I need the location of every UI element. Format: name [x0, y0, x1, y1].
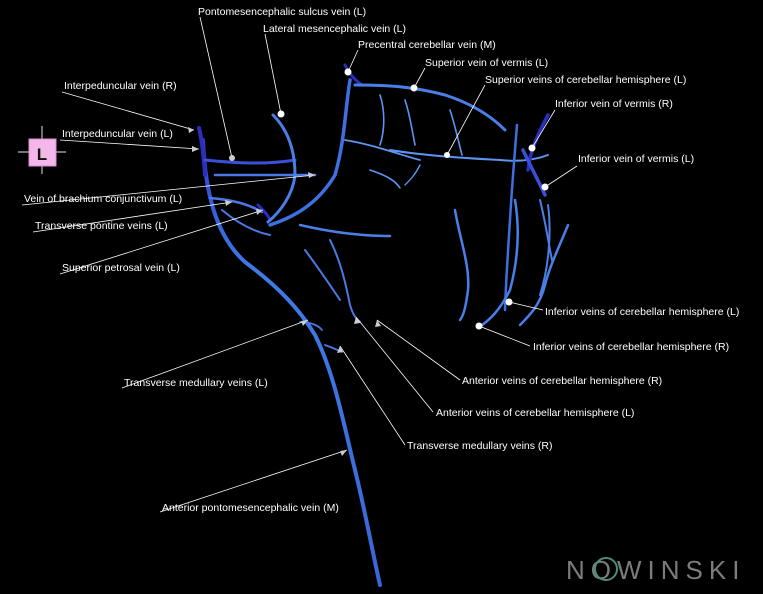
brain-logo-icon: [594, 557, 618, 581]
label-anterior-veins-cerebellar-hemisphere-r: Anterior veins of cerebellar hemisphere …: [462, 375, 662, 387]
label-transverse-medullary-veins-r: Transverse medullary veins (R): [407, 440, 552, 452]
leader-lines: [21, 16, 578, 513]
label-inferior-vein-of-vermis-r: Inferior vein of vermis (R): [555, 98, 673, 110]
label-superior-vein-of-vermis-l: Superior vein of vermis (L): [425, 57, 548, 69]
vein-structure: [197, 63, 570, 587]
label-inferior-veins-cerebellar-hemisphere-r: Inferior veins of cerebellar hemisphere …: [533, 341, 729, 353]
watermark-text: NOWINSKI: [566, 555, 745, 585]
label-interpeduncular-vein-l: Interpeduncular vein (L): [62, 128, 173, 140]
label-transverse-pontine-veins-l: Transverse pontine veins (L): [35, 220, 168, 232]
label-transverse-medullary-veins-l: Transverse medullary veins (L): [124, 377, 268, 389]
label-pontomesencephalic-sulcus-vein-l: Pontomesencephalic sulcus vein (L): [198, 6, 366, 18]
leader-markers: [188, 68, 549, 456]
orientation-widget: L: [18, 126, 66, 174]
vein-labels: Pontomesencephalic sulcus vein (L) Later…: [24, 6, 739, 514]
label-anterior-pontomesencephalic-vein-m: Anterior pontomesencephalic vein (M): [162, 502, 339, 514]
label-interpeduncular-vein-r: Interpeduncular vein (R): [64, 80, 177, 92]
label-anterior-veins-cerebellar-hemisphere-l: Anterior veins of cerebellar hemisphere …: [436, 407, 634, 419]
label-superior-veins-cerebellar-hemisphere-l: Superior veins of cerebellar hemisphere …: [485, 74, 686, 86]
watermark: NOWINSKI: [566, 555, 745, 585]
label-inferior-veins-cerebellar-hemisphere-l: Inferior veins of cerebellar hemisphere …: [545, 306, 739, 318]
label-inferior-vein-of-vermis-l: Inferior vein of vermis (L): [578, 153, 694, 165]
orientation-cube-face: [28, 138, 57, 167]
orientation-letter: L: [37, 145, 47, 164]
label-vein-of-brachium-conjunctivum-l: Vein of brachium conjunctivum (L): [24, 193, 182, 205]
label-precentral-cerebellar-vein-m: Precentral cerebellar vein (M): [358, 39, 496, 51]
label-lateral-mesencephalic-vein-l: Lateral mesencephalic vein (L): [263, 23, 406, 35]
label-superior-petrosal-vein-l: Superior petrosal vein (L): [62, 262, 180, 274]
